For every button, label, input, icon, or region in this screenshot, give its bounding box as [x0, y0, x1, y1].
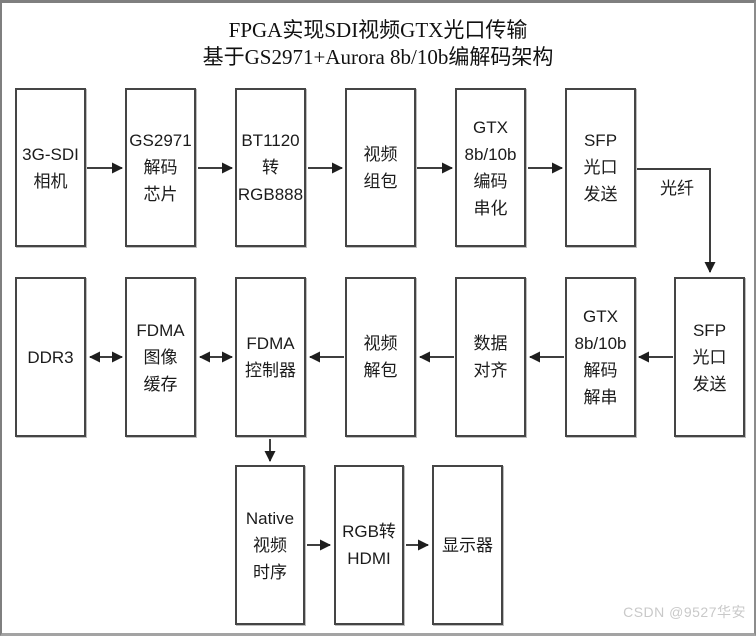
box-display-monitor: 显示器: [432, 465, 503, 625]
box-data-align: 数据 对齐: [455, 277, 526, 437]
watermark-text: CSDN @9527华安: [623, 604, 746, 620]
box-fdma-controller: FDMA 控制器: [235, 277, 306, 437]
box-ddr3: DDR3: [15, 277, 86, 437]
box-sfp-optical-send-bottom: SFP 光口 发送: [674, 277, 745, 437]
box-gtx-decode-deserialize: GTX 8b/10b 解码 解串: [565, 277, 636, 437]
box-3g-sdi-camera: 3G-SDI 相机: [15, 88, 86, 247]
diagram-title: FPGA实现SDI视频GTX光口传输 基于GS2971+Aurora 8b/10…: [2, 17, 754, 71]
box-gs2971-decoder: GS2971 解码 芯片: [125, 88, 196, 247]
title-line-1: FPGA实现SDI视频GTX光口传输: [228, 18, 528, 42]
box-sfp-optical-send-top: SFP 光口 发送: [565, 88, 636, 247]
box-fdma-frame-buffer: FDMA 图像 缓存: [125, 277, 196, 437]
box-native-video-timing: Native 视频 时序: [235, 465, 305, 625]
box-rgb-to-hdmi: RGB转 HDMI: [334, 465, 404, 625]
box-gtx-encode-serialize: GTX 8b/10b 编码 串化: [455, 88, 526, 247]
fiber-link-label: 光纤: [660, 179, 694, 198]
title-line-2: 基于GS2971+Aurora 8b/10b编解码架构: [202, 45, 554, 69]
box-video-pack: 视频 组包: [345, 88, 416, 247]
box-bt1120-to-rgb888: BT1120 转 RGB888: [235, 88, 306, 247]
box-video-unpack: 视频 解包: [345, 277, 416, 437]
